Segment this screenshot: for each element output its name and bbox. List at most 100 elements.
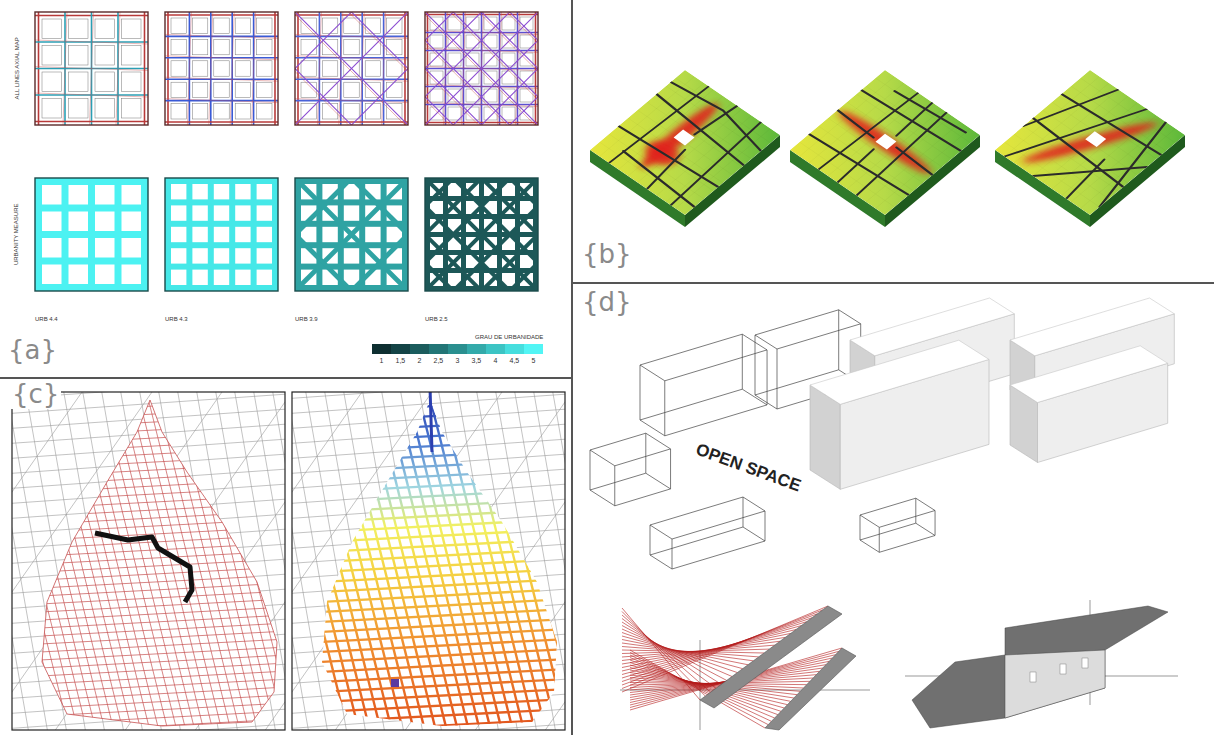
street-line bbox=[12, 447, 285, 462]
city-block bbox=[69, 72, 89, 92]
wireframe-top bbox=[650, 497, 765, 539]
legend-swatch bbox=[410, 344, 429, 354]
city-block bbox=[301, 39, 316, 54]
window bbox=[1030, 672, 1036, 682]
open-void bbox=[876, 134, 897, 150]
street-line bbox=[12, 599, 285, 614]
street-line bbox=[12, 415, 285, 430]
street-line bbox=[90, 392, 179, 730]
street-line bbox=[470, 392, 559, 730]
street-line bbox=[292, 392, 361, 730]
tile-surface bbox=[590, 70, 780, 215]
street-line bbox=[144, 392, 233, 730]
diagonal-street bbox=[295, 12, 408, 125]
city-block bbox=[235, 184, 250, 199]
city-block bbox=[42, 46, 62, 66]
street-line bbox=[382, 392, 471, 730]
street-cut bbox=[895, 103, 935, 136]
legend-value: 3 bbox=[456, 357, 460, 365]
street-line bbox=[448, 392, 537, 730]
wireframe-top bbox=[640, 334, 767, 381]
street-cut bbox=[1062, 90, 1162, 159]
street-line bbox=[36, 392, 125, 730]
city-block bbox=[171, 18, 186, 33]
city-block bbox=[448, 17, 461, 30]
street-line bbox=[404, 392, 493, 730]
street-line bbox=[12, 392, 17, 730]
wireframe-edge bbox=[664, 381, 665, 436]
city-block bbox=[192, 82, 207, 97]
wireframe-edge bbox=[879, 527, 880, 552]
space-label: OPEN SPACE bbox=[693, 440, 803, 495]
city-block bbox=[430, 89, 443, 102]
city-block bbox=[257, 82, 272, 97]
axial-line bbox=[295, 121, 408, 123]
street-line bbox=[292, 392, 328, 730]
city-block bbox=[214, 104, 229, 119]
diagonal-street bbox=[425, 12, 538, 125]
street-line bbox=[292, 719, 565, 730]
city-block bbox=[257, 227, 272, 242]
diagonal-street bbox=[425, 12, 538, 125]
street-line bbox=[12, 511, 285, 526]
legend-title: GRAU DE URBANIDADE bbox=[475, 334, 543, 341]
street-line bbox=[292, 489, 565, 504]
axial-line bbox=[165, 77, 278, 81]
street-line bbox=[261, 392, 285, 730]
axial-line bbox=[165, 34, 278, 38]
city-block bbox=[257, 104, 272, 119]
street-line bbox=[12, 392, 53, 730]
city-block bbox=[214, 227, 229, 242]
city-block bbox=[235, 227, 250, 242]
terrain-tile bbox=[790, 70, 980, 215]
map-frame bbox=[292, 392, 565, 730]
street-line bbox=[12, 519, 285, 534]
street-cut bbox=[666, 78, 771, 151]
grid-border bbox=[295, 12, 408, 125]
diagonal-street bbox=[295, 178, 408, 291]
axial-line bbox=[252, 12, 256, 125]
city-block bbox=[95, 99, 115, 119]
score-label: URB 2.5 bbox=[425, 316, 448, 323]
city-block bbox=[448, 107, 461, 120]
street-line bbox=[72, 392, 161, 730]
sight-line bbox=[622, 606, 828, 692]
wireframe-edge bbox=[777, 349, 778, 409]
window bbox=[1082, 658, 1088, 668]
diagonal-street bbox=[425, 12, 538, 125]
street-line bbox=[18, 392, 107, 730]
legend-value: 1 bbox=[380, 357, 384, 365]
city-block bbox=[322, 18, 337, 33]
legend-value: 5 bbox=[532, 357, 536, 365]
study-area bbox=[42, 400, 277, 726]
street-cut bbox=[819, 90, 919, 173]
row-label: URBANITY MEASURE bbox=[13, 203, 20, 265]
city-block bbox=[95, 46, 115, 66]
city-block bbox=[42, 185, 62, 205]
city-block bbox=[214, 205, 229, 220]
street-line bbox=[12, 439, 285, 454]
city-block bbox=[484, 17, 497, 30]
grid-border bbox=[35, 178, 148, 291]
street-line bbox=[12, 392, 71, 730]
street-line bbox=[180, 392, 269, 730]
diagonal-street bbox=[295, 12, 408, 125]
street-line bbox=[12, 392, 44, 730]
legend-value: 1,5 bbox=[396, 357, 406, 365]
city-block bbox=[122, 99, 142, 119]
street-line bbox=[12, 392, 49, 730]
street-line bbox=[292, 392, 329, 730]
street-line bbox=[12, 392, 98, 730]
axial-line bbox=[187, 12, 191, 125]
diagonal-street bbox=[295, 12, 408, 125]
axial-line bbox=[274, 12, 276, 125]
legend-swatch bbox=[372, 344, 391, 354]
wireframe-edge bbox=[742, 334, 743, 389]
city-block bbox=[520, 89, 533, 102]
open-void bbox=[1085, 131, 1106, 147]
legend-swatch bbox=[524, 344, 543, 354]
street-line bbox=[292, 499, 565, 514]
axial-line bbox=[90, 12, 94, 125]
street-line bbox=[536, 392, 565, 730]
panel-divider bbox=[571, 0, 573, 735]
